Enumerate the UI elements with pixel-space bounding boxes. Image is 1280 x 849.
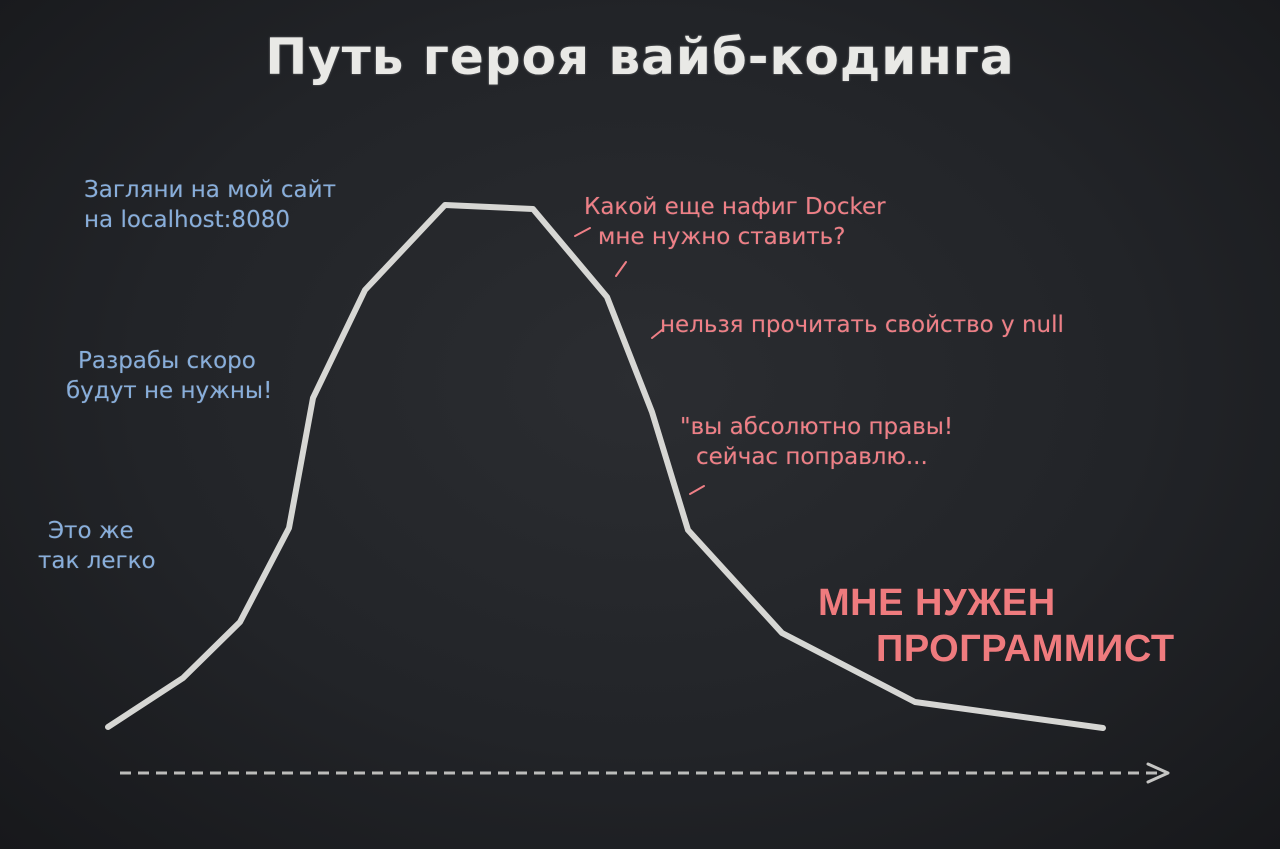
note-devs-line1: Разрабы скоро [78,348,256,374]
note-right-line2: сейчас поправлю... [696,444,928,470]
note-localhost: Загляни на мой сайт на localhost:8080 [84,175,336,235]
note-programmer-line1: МНЕ НУЖЕН [818,582,1056,624]
note-null-line1: нельзя прочитать свойство у null [660,312,1064,338]
note-programmer: МНЕ НУЖЕН ПРОГРАММИСТ [818,580,1175,672]
note-docker-line2: мне нужно ставить? [598,224,846,250]
note-easy: Это же так легко [38,516,156,576]
note-programmer-line2: ПРОГРАММИСТ [876,628,1175,670]
note-docker-line1: Какой еще нафиг Docker [584,194,886,220]
note-null: нельзя прочитать свойство у null [660,310,1064,340]
docker-tick-mark [574,227,591,237]
note-docker: Какой еще нафиг Docker мне нужно ставить… [584,192,886,252]
board-title: Путь героя вайб-кодинга [265,28,1015,86]
note-devs: Разрабы скоро будут не нужны! [66,346,272,406]
note-right: "вы абсолютно правы! сейчас поправлю... [680,412,953,472]
note-right-line1: "вы абсолютно правы! [680,414,954,440]
right-tick-mark [689,485,705,495]
note-easy-line1: Это же [48,518,134,544]
hype-curve [105,202,1106,731]
time-axis-arrow-icon [1146,762,1170,784]
docker-tick-mark-2 [615,261,627,277]
note-localhost-line2: на localhost:8080 [84,207,290,233]
note-devs-line2: будут не нужны! [66,378,273,404]
note-easy-line2: так легко [38,548,156,574]
null-tick-mark [651,329,663,339]
note-localhost-line1: Загляни на мой сайт [84,177,336,203]
